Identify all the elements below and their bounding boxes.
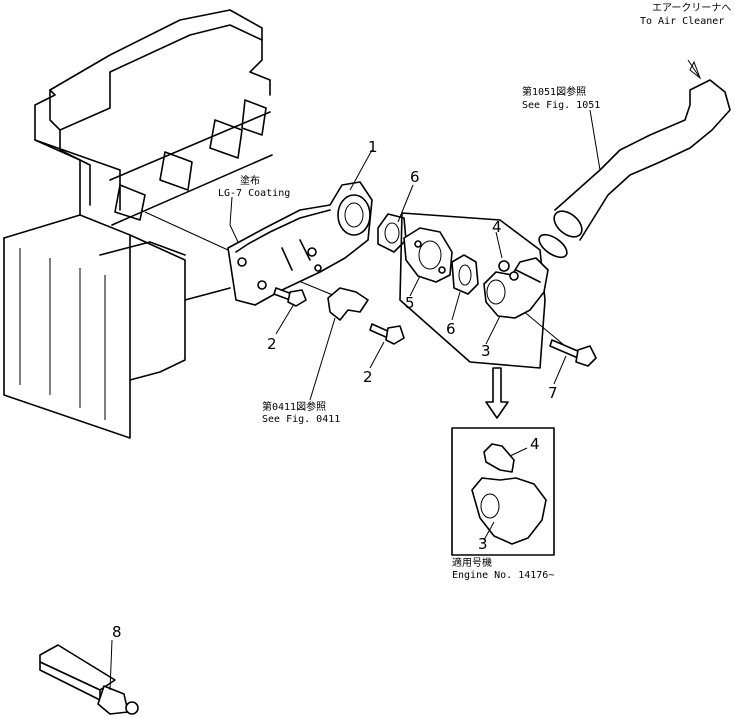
air-intake-hose: [538, 59, 731, 259]
fig1051-note-en: See Fig. 1051: [522, 100, 600, 111]
callout-3-inset: 3: [478, 535, 488, 553]
fig0411-note-en: See Fig. 0411: [262, 414, 340, 425]
callout-6-upper: 6: [410, 168, 420, 186]
fitting-part-4-upper: [498, 260, 519, 281]
callout-4-upper: 4: [492, 218, 502, 236]
fig0411-note-jp: 第0411図参照: [262, 400, 326, 413]
tool-part-8: [39, 639, 139, 715]
bolt-part-2-upper: [273, 287, 307, 307]
callout-6-lower: 6: [446, 320, 456, 338]
callout-7: 7: [548, 384, 558, 402]
coating-note-en: LG-7 Coating: [218, 188, 290, 199]
callout-4-inset: 4: [530, 435, 540, 453]
engine-block: [3, 9, 273, 439]
clamp-bracket: [327, 287, 369, 321]
callout-2-lower: 2: [363, 368, 373, 386]
sub-assembly-outline: [399, 212, 546, 369]
callout-5: 5: [405, 294, 415, 312]
engine-note-jp: 適用号機: [452, 556, 492, 569]
leader-lines: [229, 109, 601, 541]
callout-8: 8: [112, 623, 122, 641]
fig1051-note-jp: 第1051図参照: [522, 85, 586, 98]
air-cleaner-note-jp: エアークリーナへ: [652, 2, 731, 14]
callout-1: 1: [368, 138, 378, 156]
bolt-part-2-lower: [369, 323, 405, 345]
elbow-flange-part-5: [403, 227, 453, 283]
down-arrow: [485, 367, 509, 419]
engine-note-en: Engine No. 14176~: [452, 570, 554, 581]
bolt-part-7: [549, 339, 597, 367]
gasket-part-6-lower: [451, 254, 479, 295]
callout-2-upper: 2: [267, 335, 277, 353]
coating-note-jp: 塗布: [240, 174, 260, 187]
exhaust-manifold-part-1: [227, 181, 373, 306]
air-cleaner-note-en: To Air Cleaner: [640, 16, 724, 27]
callout-3-upper: 3: [481, 342, 491, 360]
elbow-part-3-upper: [483, 257, 549, 319]
